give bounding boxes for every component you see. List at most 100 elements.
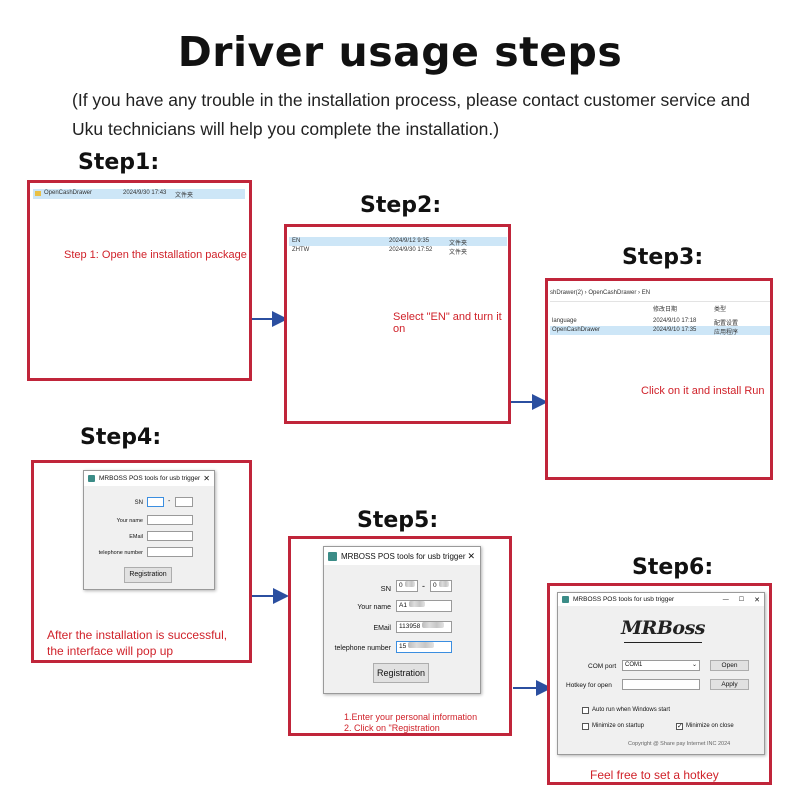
registration-button[interactable]: Registration (373, 663, 429, 683)
step4-caption: After the installation is successful, th… (47, 627, 227, 659)
name-label: Your name (116, 518, 143, 524)
phone-input[interactable]: 15 (396, 641, 452, 653)
step4-label: Step4: (80, 425, 162, 450)
step3-panel: shDrawer(2) › OpenCashDrawer › EN 修改日期 类… (545, 278, 773, 480)
file-row-opencashdrawer[interactable]: OpenCashDrawer 2024/9/30 17:43 文件夹 (33, 189, 245, 199)
column-header-date[interactable]: 修改日期 (653, 307, 678, 313)
com-port-select[interactable]: COM1 ⌄ (622, 660, 700, 671)
blurred-value (408, 601, 425, 607)
sn-input-1[interactable]: 0 (396, 580, 418, 592)
step1-caption: Step 1: Open the installation package (64, 249, 247, 261)
sn-input-1[interactable] (147, 497, 164, 507)
registration-dialog: MRBOSS POS tools for usb trigger ✕ SN 0 … (323, 546, 481, 694)
file-type: 应用程序 (714, 330, 739, 336)
name-value: A1 (399, 602, 407, 609)
hotkey-input[interactable] (622, 679, 700, 690)
dialog-titlebar: MRBOSS POS tools for usb trigger ✕ (324, 547, 480, 565)
minimize-startup-checkbox[interactable] (582, 723, 589, 730)
step3-caption: Click on it and install Run (641, 385, 765, 397)
blurred-value (408, 642, 435, 648)
sn-label: SN (134, 500, 143, 506)
file-date: 2024/9/30 17:43 (123, 190, 167, 196)
close-icon[interactable]: ✕ (467, 550, 475, 561)
open-button[interactable]: Open (710, 660, 749, 671)
step4-caption-line1: After the installation is successful, (47, 628, 228, 642)
name-label: Your name (357, 604, 391, 611)
step3-label: Step3: (622, 245, 704, 270)
apply-button[interactable]: Apply (710, 679, 749, 690)
sn-value-2: 0 (433, 582, 437, 589)
minimize-startup-label: Minimize on startup (592, 723, 645, 729)
file-type: 文件夹 (449, 250, 468, 256)
file-date: 2024/9/30 17:52 (389, 247, 433, 253)
email-input[interactable] (147, 531, 193, 541)
dialog-title: MRBOSS POS tools for usb trigger (99, 475, 201, 482)
step4-caption-line2: the interface will pop up (47, 644, 174, 658)
auto-run-label: Auto run when Windows start (592, 707, 671, 713)
column-header-type[interactable]: 类型 (714, 307, 727, 313)
folder-icon (35, 191, 41, 196)
file-row-en[interactable]: EN 2024/9/12 9:35 文件夹 (289, 237, 507, 247)
step2-caption: Select "EN" and turn it on (393, 311, 502, 335)
step2-label: Step2: (360, 193, 442, 218)
blurred-value (422, 622, 445, 628)
close-icon[interactable]: ✕ (203, 474, 210, 483)
file-row-language[interactable]: language 2024/9/10 17:18 配置设置 (550, 317, 770, 327)
file-name: OpenCashDrawer (44, 190, 93, 196)
sn-input-2[interactable]: 0 (430, 580, 452, 592)
phone-label: telephone number (334, 645, 391, 652)
settings-title: MRBOSS POS tools for usb trigger (573, 596, 675, 603)
step5-caption-line1: 1.Enter your personal information (344, 712, 478, 722)
step5-caption-line2: 2. Click on "Registration (344, 723, 440, 733)
email-input[interactable]: 113958 (396, 621, 452, 633)
step5-panel: MRBOSS POS tools for usb trigger ✕ SN 0 … (288, 536, 512, 736)
minimize-icon[interactable]: — (722, 596, 729, 603)
header-divider (550, 301, 770, 302)
file-type: 文件夹 (175, 193, 194, 199)
breadcrumb[interactable]: shDrawer(2) › OpenCashDrawer › EN (550, 290, 651, 296)
name-input[interactable] (147, 515, 193, 525)
page-subtitle: (If you have any trouble in the installa… (72, 90, 751, 139)
file-name: ZHTW (292, 247, 310, 253)
file-type: 文件夹 (449, 241, 468, 247)
file-row-zhtw[interactable]: ZHTW 2024/9/30 17:52 文件夹 (289, 246, 507, 256)
registration-dialog-small: MRBOSS POS tools for usb trigger ✕ SN - … (83, 470, 215, 590)
email-label: EMail (129, 534, 143, 540)
step2-panel: EN 2024/9/12 9:35 文件夹 ZHTW 2024/9/30 17:… (284, 224, 511, 424)
app-icon (88, 475, 95, 482)
page-title: Driver usage steps (177, 28, 623, 76)
name-input[interactable]: A1 (396, 600, 452, 612)
step6-label: Step6: (632, 555, 714, 580)
phone-input[interactable] (147, 547, 193, 557)
dialog-titlebar: MRBOSS POS tools for usb trigger ✕ (84, 471, 214, 486)
registration-button[interactable]: Registration (124, 567, 172, 583)
maximize-icon[interactable]: ☐ (738, 597, 745, 603)
file-date: 2024/9/10 17:18 (653, 318, 697, 324)
sn-label: SN (380, 584, 391, 593)
blurred-value (438, 581, 449, 587)
file-row-opencashdrawer-exe[interactable]: OpenCashDrawer 2024/9/10 17:35 应用程序 (550, 326, 770, 336)
email-label: EMail (373, 625, 391, 632)
file-name: OpenCashDrawer (552, 327, 601, 333)
com-port-value: COM1 (625, 662, 643, 668)
dialog-title: MRBOSS POS tools for usb trigger (341, 551, 466, 561)
minimize-close-label: Minimize on close (686, 723, 734, 729)
step1-label: Step1: (78, 150, 160, 175)
step5-caption: 1.Enter your personal information 2. Cli… (344, 712, 477, 734)
sn-value-1: 0 (399, 582, 403, 589)
step4-panel: MRBOSS POS tools for usb trigger ✕ SN - … (31, 460, 252, 663)
step6-panel: MRBOSS POS tools for usb trigger — ☐ ✕ M… (547, 583, 772, 785)
phone-label: telephone number (98, 550, 143, 556)
app-icon (328, 551, 337, 561)
copyright-text: Copyright @ Share pay Internet INC 2024 (628, 741, 731, 747)
file-date: 2024/9/12 9:35 (389, 238, 430, 244)
sn-input-2[interactable] (175, 497, 193, 507)
file-type: 配置设置 (714, 321, 739, 327)
file-name: language (552, 318, 577, 324)
auto-run-checkbox[interactable] (582, 707, 589, 714)
minimize-close-checkbox[interactable]: ✓ (676, 723, 683, 730)
chevron-down-icon: ⌄ (691, 662, 697, 668)
step6-caption: Feel free to set a hotkey (590, 768, 719, 782)
close-icon[interactable]: ✕ (754, 596, 760, 604)
com-port-label: COM port (588, 663, 617, 670)
